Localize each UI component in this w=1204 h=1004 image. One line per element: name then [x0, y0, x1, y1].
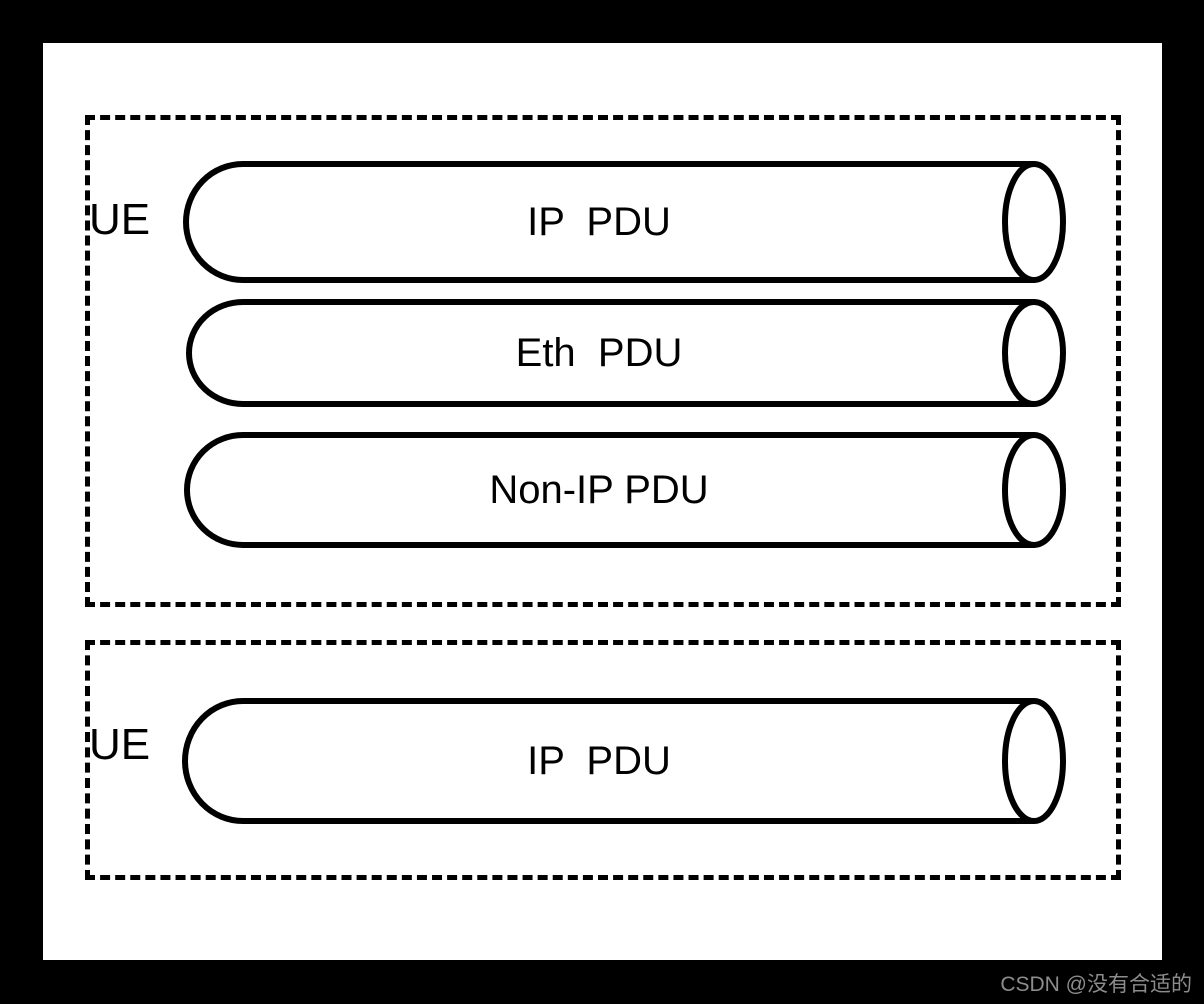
ue-group-box-2	[85, 640, 1121, 880]
diagram-canvas: UE IP PDU Eth PDU Non-IP PDU UE IP PDU	[43, 43, 1162, 960]
pdu-session-cylinder-non-ip[interactable]: Non-IP PDU	[183, 432, 1066, 548]
ue-group-label-2: UE	[89, 720, 151, 769]
csdn-watermark: CSDN @没有合适的	[1000, 972, 1192, 996]
pdu-session-cylinder-ip-1[interactable]: IP PDU	[183, 161, 1066, 283]
ue-group-box-1	[85, 115, 1121, 607]
ue-group-label-1: UE	[89, 195, 151, 244]
pdu-session-cylinder-ip-2[interactable]: IP PDU	[182, 698, 1066, 824]
pdu-session-cylinder-eth[interactable]: Eth PDU	[183, 299, 1066, 407]
